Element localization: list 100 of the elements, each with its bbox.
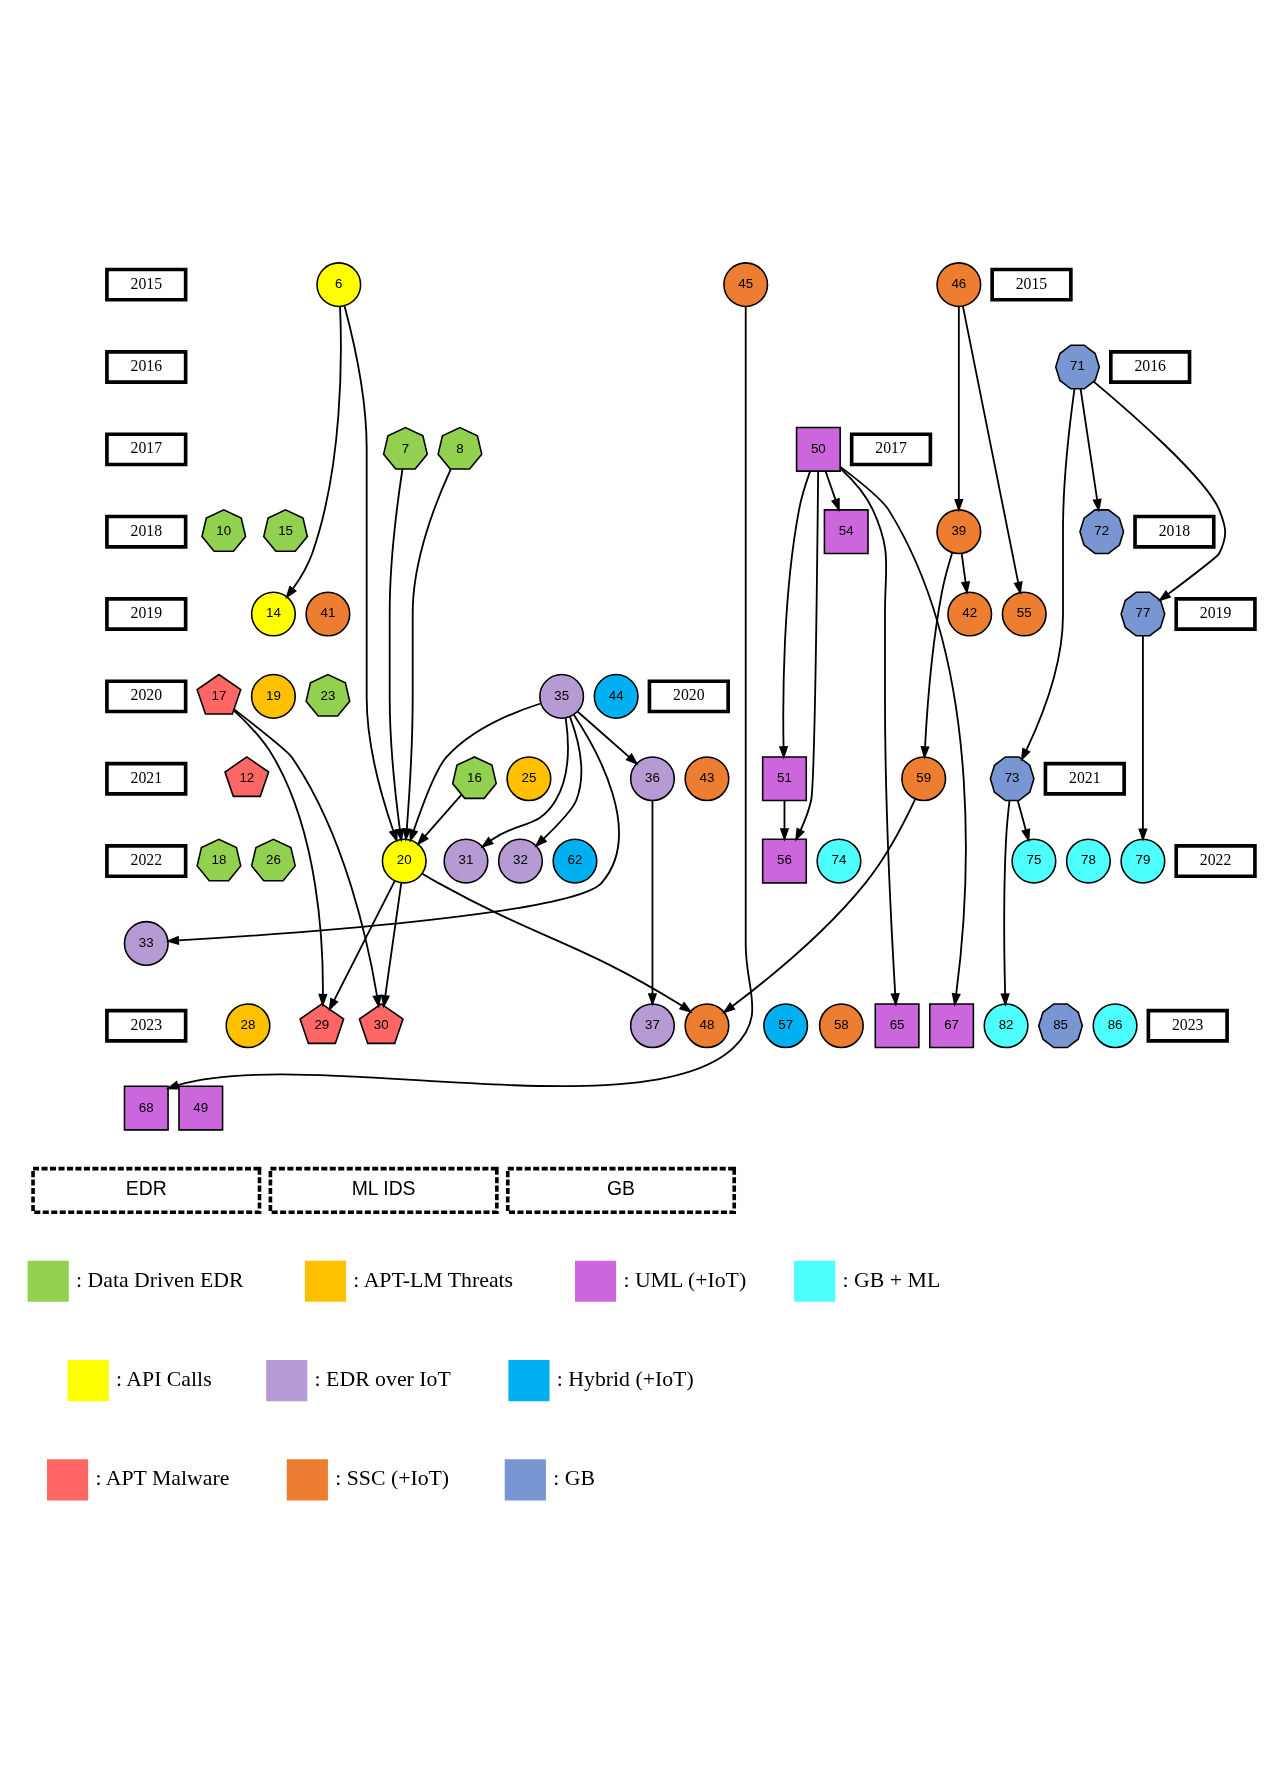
legend-label: : GB [553,1466,595,1491]
arrow [839,465,967,1007]
node-circle: 42 [947,591,993,637]
node-box: 51 [761,756,808,802]
node-circle: 41 [305,591,351,637]
arrow [576,710,639,766]
node-circle: 57 [763,1003,809,1049]
node-box: 2023 [1146,1008,1229,1043]
node-box: 2019 [1174,597,1257,631]
arrow [534,715,583,848]
node-circle: 44 [593,673,639,719]
node-circle: 46 [936,262,982,308]
arrow [1000,799,1011,1007]
arrow [962,305,1023,596]
node-box: 2020 [647,679,730,714]
legend-label: : UML (+IoT) [623,1267,747,1292]
legend-label: : APT Malware [95,1466,230,1491]
arrow [960,552,971,595]
node-box: 56 [761,838,808,884]
node-circle: 37 [629,1003,676,1049]
arrow [1016,800,1031,843]
node-circle: 6 [316,262,362,308]
node-box: 67 [929,1003,975,1049]
node-circle: 55 [1001,591,1047,637]
node-circle: 78 [1065,838,1111,884]
node-circle: 20 [381,838,427,884]
arrow [920,552,954,760]
node-box: 68 [123,1085,169,1131]
node-box: 2017 [849,432,933,467]
arrow [647,799,658,1007]
node-circle: 58 [818,1003,864,1049]
arrow [1079,388,1102,513]
node-circle: 43 [684,756,730,802]
arrow [1138,635,1148,842]
node-circle: 28 [225,1003,271,1049]
node-box: 2022 [105,844,188,879]
node-circle: 82 [983,1003,1029,1049]
arrow [388,468,405,843]
node-circle: 74 [816,838,862,884]
arrow [343,305,398,843]
node-box: 2021 [105,761,188,796]
node-circle: 33 [123,920,169,966]
node-box: EDR [31,1166,262,1215]
arrow [232,709,328,1008]
arrow [954,305,964,513]
node-box: 2017 [105,432,188,467]
node-circle: 25 [506,756,552,802]
arrow [824,470,840,512]
node-circle: 14 [250,591,296,637]
node-circle: 36 [629,756,676,802]
node-circle: 45 [723,262,769,308]
node-box: 54 [823,509,869,555]
arrow [778,470,811,760]
node-circle: 48 [684,1003,730,1049]
node-box: 65 [874,1003,920,1049]
node-circle: 86 [1092,1003,1138,1049]
node-box: 2016 [1109,350,1192,384]
node-circle: 59 [901,756,947,802]
legend-label: : Data Driven EDR [76,1267,244,1292]
node-box: 2020 [105,679,188,714]
node-circle: 32 [497,838,544,884]
legend-label: : EDR over IoT [314,1366,451,1391]
node-circle: 75 [1011,838,1057,884]
legend-label: : SSC (+IoT) [335,1466,450,1491]
arrow [779,800,790,842]
arrow [409,702,542,843]
node-circle: 79 [1120,838,1166,884]
node-circle: 19 [250,673,296,719]
node-circle: 35 [539,673,585,719]
arrow [380,881,403,1009]
arrow [285,305,342,600]
arrow [480,717,569,849]
legend-label: : API Calls [116,1366,212,1391]
arrow [839,467,900,1007]
arrow [421,872,693,1013]
arrow [165,305,754,1090]
node-box: 2015 [105,267,188,302]
legend-label: : Hybrid (+IoT) [556,1366,694,1391]
node-box: ML IDS [268,1166,499,1215]
node-box: 2018 [105,514,188,549]
arrow [795,470,820,842]
node-box: GB [505,1166,737,1215]
arrow [1020,388,1076,762]
node-box: 2022 [1174,844,1257,879]
arrow [402,468,452,842]
arrow [328,880,396,1012]
node-box: 2019 [105,597,188,631]
node-circle: 31 [443,838,489,884]
legend-label: : APT-LM Threats [353,1267,514,1292]
arrow [416,793,463,846]
node-box: 2018 [1133,514,1216,549]
node-box: 2021 [1043,761,1126,796]
node-box: 2016 [105,350,188,384]
node-circle: 62 [552,838,598,884]
node-box: 2015 [990,267,1073,302]
node-circle: 39 [936,509,982,555]
arrow [233,708,382,1009]
node-box: 49 [178,1085,224,1131]
legend-label: : GB + ML [842,1267,941,1292]
arrow [722,798,917,1014]
